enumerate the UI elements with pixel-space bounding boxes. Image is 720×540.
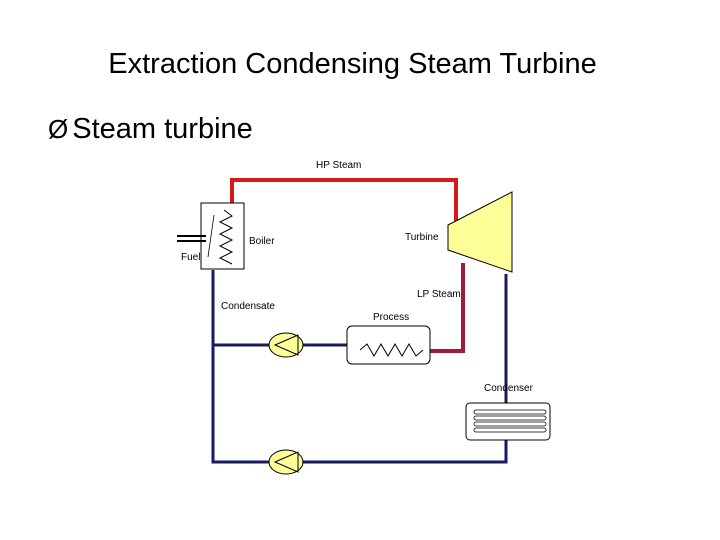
bullet-item: Ø Steam turbine (48, 113, 253, 146)
feedwater-pump-icon (268, 449, 304, 475)
process-heat-exchanger (346, 325, 431, 365)
fuel-burner-icon (177, 235, 206, 242)
turbine-label: Turbine (405, 232, 439, 243)
boiler (200, 202, 245, 270)
slide-title: Extraction Condensing Steam Turbine (108, 48, 597, 80)
condensate-label: Condensate (221, 301, 275, 312)
condenser-label: Condenser (484, 383, 534, 394)
bullet-text: Steam turbine (72, 113, 253, 145)
hp-steam-label: HP Steam (316, 160, 361, 171)
fuel-label: Fuel (181, 252, 200, 263)
condenser-return-line (211, 270, 508, 464)
turbine-icon (447, 191, 513, 273)
boiler-label: Boiler (249, 236, 275, 247)
condenser (465, 402, 551, 441)
arrow-bullet-icon: Ø (48, 114, 69, 144)
process-label: Process (373, 312, 409, 323)
lp-steam-label: LP Steam (417, 289, 461, 300)
lp-steam-line (430, 263, 465, 353)
hp-steam-line (230, 178, 458, 222)
condensate-pump-icon (268, 332, 304, 358)
